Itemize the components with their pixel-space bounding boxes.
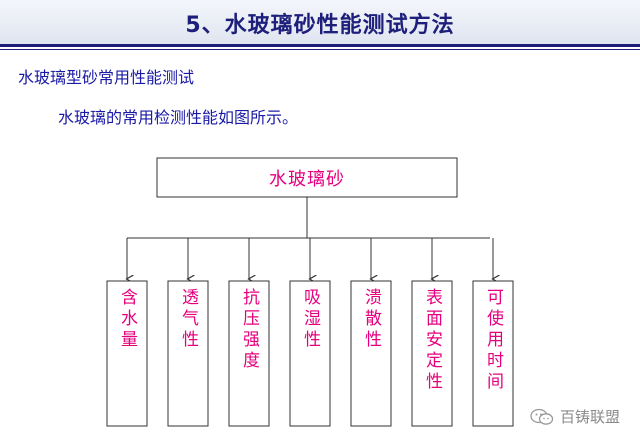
slide-title: 5、水玻璃砂性能测试方法 [185,13,455,38]
child-node-label: 吸湿性 [300,288,320,351]
watermark-text: 百铸联盟 [559,408,620,426]
section-heading: 水玻璃型砂常用性能测试 [18,68,195,87]
root-node-label: 水玻璃砂 [269,168,345,190]
child-node-label: 表面安定性 [422,288,442,393]
child-node-label: 透气性 [178,288,198,351]
child-box [228,280,270,427]
child-box [289,280,331,427]
wechat-icon [530,408,554,425]
child-box [350,280,392,427]
child-box [411,280,453,427]
child-node-label: 可使用时间 [483,288,503,393]
child-layer [106,238,514,427]
description-text: 水玻璃的常用检测性能如图所示。 [58,108,299,127]
title-bar [0,0,640,44]
watermark: 百铸联盟 [530,406,620,427]
title-divider-thin [0,49,640,50]
root-box [156,157,458,198]
child-box [472,280,514,427]
child-box [106,280,148,427]
child-node-label: 溃散性 [361,288,381,351]
child-box [167,280,209,427]
title-divider [0,44,640,47]
child-node-label: 抗压强度 [239,288,259,372]
child-node-label: 含水量 [117,288,137,351]
